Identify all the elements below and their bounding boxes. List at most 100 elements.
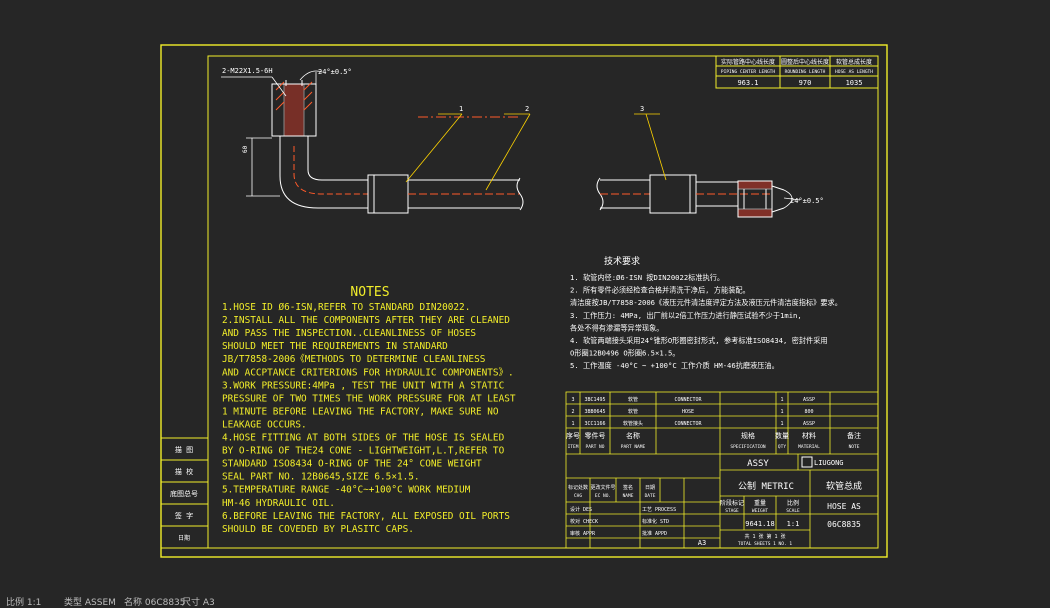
bom-cell: 1 bbox=[780, 421, 783, 427]
note-line: AND PASS THE INSPECTION..CLEANLINESS OF … bbox=[222, 328, 476, 339]
tech-line: 3. 工作压力: 4MPa, 出厂前以2倍工作压力进行静压试验不少于1min, bbox=[570, 311, 802, 320]
bom-header-cn: 序号 bbox=[566, 431, 580, 440]
bom-cell: 2 bbox=[571, 409, 574, 415]
callout-number: 2 bbox=[525, 105, 529, 113]
sign-row: 标准化 STD bbox=[642, 518, 669, 525]
scale-label: 比例 bbox=[787, 499, 799, 507]
bom-header-en: SPECIFICATION bbox=[730, 444, 766, 450]
tech-title: 技术要求 bbox=[604, 255, 640, 267]
note-line: STANDARD ISO8434 O-RING OF THE 24° CONE … bbox=[222, 459, 482, 470]
logo-text: LIUGONG bbox=[814, 459, 844, 467]
outer-frame bbox=[160, 44, 888, 558]
note-line: 1 MINUTE BEFORE LEAVING THE FACTORY, MAK… bbox=[222, 406, 499, 417]
length-value: 970 bbox=[799, 79, 812, 87]
note-line: 3.WORK PRESSURE:4MPa , TEST THE UNIT WIT… bbox=[222, 380, 504, 391]
note-line: BY O-RING OF THE24 CONE - LIGHTWEIGHT,L.… bbox=[222, 446, 505, 457]
bom-cell: 800 bbox=[804, 409, 813, 415]
bom-header-cn: 规格 bbox=[741, 431, 755, 440]
change-label-en: EC NO. bbox=[595, 493, 611, 499]
status-size: 尺寸 A3 bbox=[182, 598, 215, 608]
bom-cell: CONNECTOR bbox=[674, 397, 702, 403]
tech-line: 各处不得有渗漏等异常现象。 bbox=[570, 323, 663, 332]
length-header-en: HOSE AS LENGTH bbox=[835, 69, 873, 75]
change-label-en: NAME bbox=[623, 493, 634, 499]
status-bar: 比例 1:1 类型 ASSEM 名称 06C8835 尺寸 A3 bbox=[0, 592, 1050, 608]
bom-cell: HOSE bbox=[682, 409, 694, 415]
sign-row: 审核 APPR bbox=[570, 530, 596, 537]
bom-cell: 3BB0645 bbox=[584, 409, 605, 415]
assy-label: ASSY bbox=[747, 459, 769, 469]
status-type: 类型 ASSEM bbox=[64, 598, 116, 608]
thread-dim: 2-M22X1.5-6H bbox=[222, 67, 273, 75]
bent-tube-mid bbox=[293, 146, 368, 195]
bom-header-cn: 数量 bbox=[775, 431, 789, 440]
change-label: 更改文件号 bbox=[590, 484, 615, 491]
angle-dim-top: 24°±0.5° bbox=[318, 68, 352, 76]
right-sleeve bbox=[649, 174, 697, 214]
elbow-nut bbox=[271, 80, 317, 146]
bom-header-cn: 名称 bbox=[626, 431, 640, 440]
inner-frame bbox=[207, 55, 879, 549]
status-scale: 比例 1:1 bbox=[6, 598, 42, 608]
callout-number: 3 bbox=[640, 105, 644, 113]
company-logo: LIUGONG bbox=[801, 456, 844, 468]
bom-cell: 3 bbox=[571, 397, 574, 403]
tech-line: 清洁度按JB/T7858-2006《液压元件清洁度评定方法及液压元件清洁度指标》… bbox=[570, 298, 842, 307]
sign-row: 工艺 PROCESS bbox=[642, 507, 676, 513]
bom-cell: 1 bbox=[571, 421, 574, 427]
bom-cell: 软管接头 bbox=[623, 420, 643, 427]
bom-header-en: PART NAME bbox=[621, 444, 646, 450]
bom-header-en: PART NO bbox=[586, 444, 605, 450]
length-value: 963.1 bbox=[737, 79, 758, 87]
callouts bbox=[405, 113, 667, 191]
dimensions bbox=[221, 70, 801, 209]
change-label: 标记处数 bbox=[568, 484, 588, 491]
note-line: 2.INSTALL ALL THE COMPONENTS AFTER THEY … bbox=[222, 315, 510, 326]
notes-title: NOTES bbox=[350, 285, 389, 300]
status-number: 名称 06C8835 bbox=[124, 598, 186, 608]
bom-cell: 1 bbox=[780, 409, 783, 415]
bom-cell: 软管 bbox=[628, 396, 638, 403]
stage-label-en: STAGE bbox=[725, 508, 739, 514]
length-header: 圆整后中心线长度 bbox=[781, 58, 829, 66]
bent-tube bbox=[279, 146, 368, 209]
bom-header-cn: 零件号 bbox=[585, 431, 606, 440]
length-header-en: PIPING CENTER LENGTH bbox=[721, 69, 775, 75]
tech-block: 1. 软管内径:Ø6-ISN 按DIN20022标准执行。2. 所有零件必须经检… bbox=[570, 273, 842, 370]
change-label-en: CHG bbox=[574, 493, 582, 499]
note-line: AND ACCPTANCE CRITERIONS FOR HYDRAULIC C… bbox=[222, 367, 514, 378]
angle-dim-right: 24°±0.5° bbox=[790, 197, 824, 205]
bom-cell: 软管 bbox=[628, 408, 638, 415]
binding-column: 描 图 描 校 底图总号 签 字 日期 bbox=[161, 437, 208, 549]
note-line: PRESSURE OF TWO TIMES THE WORK PRESSURE … bbox=[222, 393, 516, 404]
bom-header-en: ITEM bbox=[568, 444, 579, 450]
hose-drawing[interactable] bbox=[271, 80, 785, 218]
side-label: 描 校 bbox=[175, 467, 193, 476]
tech-line: O形圈12B0496 O形圈6.5×1.5。 bbox=[570, 349, 680, 358]
note-line: HM-46 HYDRAULIC OIL. bbox=[222, 498, 335, 509]
side-label: 签 字 bbox=[175, 511, 193, 520]
height-dim: 60 bbox=[242, 145, 249, 153]
notes-block: 1.HOSE ID Ø6-ISN,REFER TO STANDARD DIN20… bbox=[222, 302, 516, 535]
length-header-en: ROUNDING LENGTH bbox=[785, 69, 826, 75]
weight-label-en: WEIGHT bbox=[752, 508, 769, 514]
right-nut bbox=[737, 180, 785, 218]
sign-row: 批准 APPD bbox=[642, 530, 667, 537]
drawing-number: 06C8835 bbox=[827, 520, 861, 529]
scale-value: 1:1 bbox=[787, 520, 800, 528]
title-block-lines bbox=[565, 391, 879, 549]
bom-cell: CONNECTOR bbox=[674, 421, 702, 427]
length-header: 软管总成长度 bbox=[836, 58, 872, 66]
note-line: JB/T7858-2006《METHODS TO DETERMINE CLEAN… bbox=[222, 354, 486, 365]
length-header: 实际管路中心线长度 bbox=[721, 58, 775, 66]
stage-label: 阶段标记 bbox=[720, 499, 744, 507]
tech-line: 5. 工作温度 -40°C ~ +100°C 工作介质 HM-46抗磨液压油。 bbox=[570, 361, 779, 370]
bom-cell: 1 bbox=[780, 397, 783, 403]
bom-header-cn: 材料 bbox=[802, 431, 816, 440]
bom-cell: 3BC1495 bbox=[584, 397, 605, 403]
weight-label: 重量 bbox=[754, 499, 766, 507]
